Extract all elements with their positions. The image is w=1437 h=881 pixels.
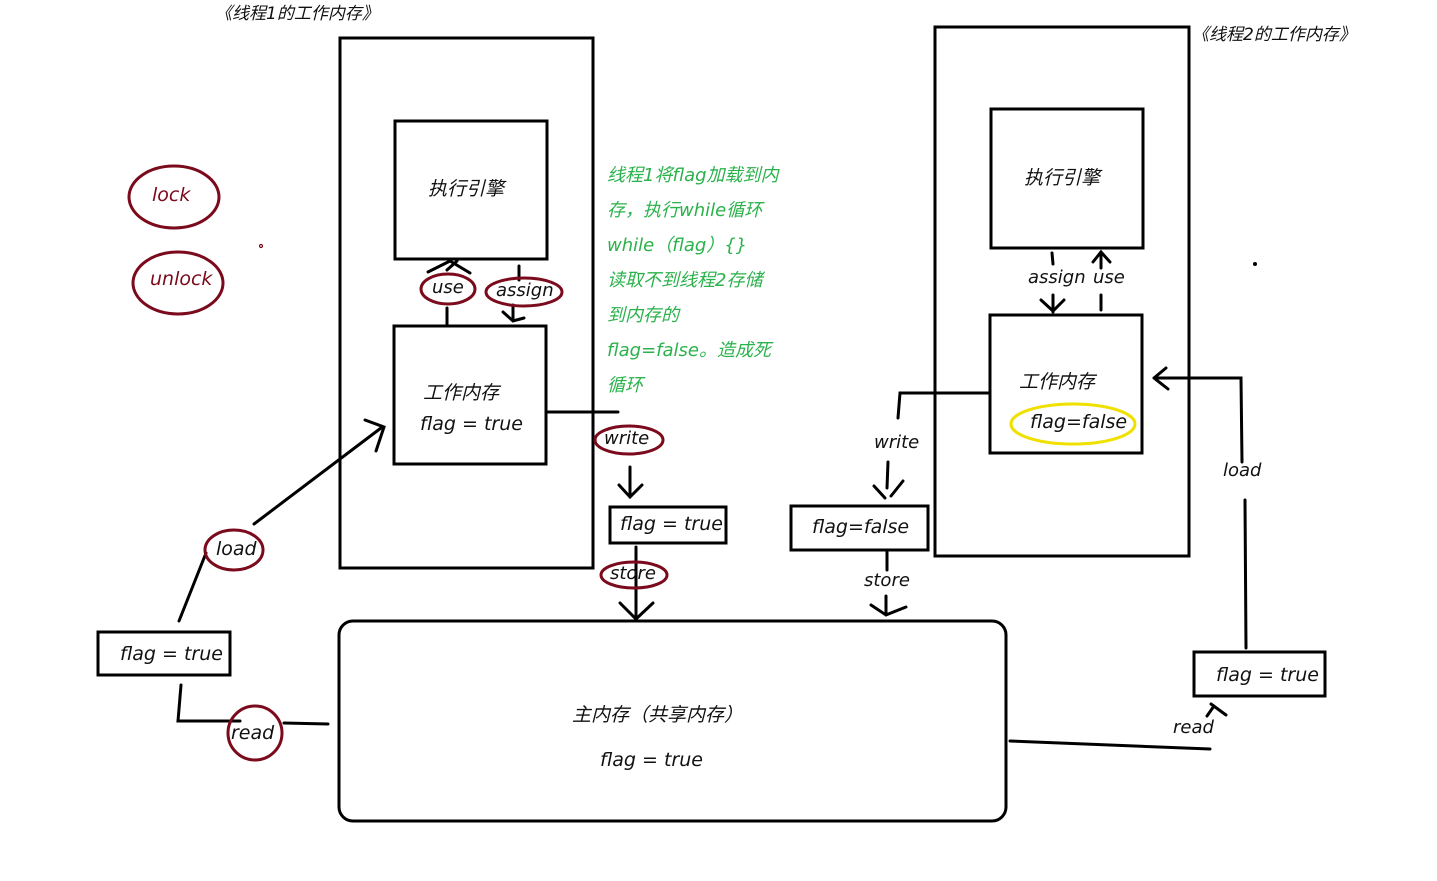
middle-store-oval	[599, 560, 669, 590]
thread2-assign-arrow	[1039, 251, 1066, 314]
thread2-title: 《线程2的工作内存》	[1192, 25, 1356, 45]
thread1-title: 《线程1的工作内存》	[215, 4, 379, 24]
thread2-use-arrow	[1091, 249, 1112, 312]
right-load-line	[1152, 366, 1248, 650]
main-memory-label: 主内存（共享内存）	[572, 704, 744, 726]
unlock-label: unlock	[150, 268, 213, 290]
thread2-engine-label: 执行引擎	[1024, 167, 1101, 189]
note-line: 存，执行while循环	[607, 200, 763, 221]
thread1-working-memory-box	[392, 324, 548, 466]
thread2-working-memory-box	[988, 313, 1144, 455]
thread1-assign-oval	[484, 276, 564, 308]
note-line: while（flag）{}	[607, 235, 748, 256]
middle-write-label: write	[604, 428, 650, 449]
middle-store-label: store	[610, 563, 656, 584]
thread2-assign-label: assign	[1028, 267, 1086, 288]
thread1-working-memory-value: flag = true	[420, 413, 523, 435]
left-flag-box-value: flag = true	[120, 643, 223, 665]
thread2-write-flag-box-value: flag=false	[812, 516, 910, 538]
thread1-working-memory-frame	[338, 36, 595, 570]
middle-write-oval	[593, 424, 665, 456]
thread2-engine-box	[989, 107, 1145, 250]
thread2-use-label: use	[1093, 267, 1125, 288]
middle-store-line	[618, 545, 655, 622]
note-line: 读取不到线程2存储	[607, 270, 763, 291]
thread1-working-memory-label: 工作内存	[423, 382, 500, 404]
main-memory-value: flag = true	[600, 749, 703, 771]
lock-oval	[127, 164, 221, 230]
note-line: 线程1将flag加载到内	[607, 165, 779, 186]
thread2-write-label: write	[874, 432, 920, 453]
middle-flag-box-value: flag = true	[620, 513, 723, 535]
thread1-engine-box	[393, 119, 549, 261]
thread2-working-memory-frame	[933, 25, 1191, 558]
right-read-label: read	[1173, 717, 1214, 738]
main-memory-box	[337, 619, 1008, 823]
thread2-write-line	[872, 391, 992, 500]
note-line: flag=false。造成死	[607, 340, 771, 361]
left-flag-box	[96, 630, 232, 677]
thread2-working-memory-value: flag=false	[1030, 411, 1128, 433]
thread1-use-label: use	[432, 277, 464, 298]
left-load-line	[177, 418, 386, 623]
left-read-line	[176, 683, 330, 726]
left-read-label: read	[231, 722, 275, 744]
thread1-engine-label: 执行引擎	[428, 178, 505, 200]
unlock-oval	[131, 250, 225, 316]
left-load-oval	[203, 528, 265, 572]
middle-flag-box	[608, 505, 728, 545]
stray-dot	[258, 243, 264, 249]
right-load-label: load	[1223, 460, 1262, 481]
note-line: 到内存的	[607, 305, 679, 326]
thread2-store-label: store	[864, 570, 910, 591]
right-read-line	[1008, 702, 1228, 751]
note-line: 循环	[607, 375, 643, 396]
thread1-assign-label: assign	[496, 280, 554, 301]
thread2-flag-highlight-oval	[1009, 402, 1137, 446]
lock-label: lock	[152, 184, 191, 206]
thread2-write-flag-box	[789, 504, 930, 552]
thread1-use-arrow	[426, 259, 472, 326]
thread1-use-oval	[419, 272, 477, 306]
left-load-label: load	[216, 538, 257, 560]
right-flag-box	[1192, 650, 1327, 698]
deadloop-explanation-note: 线程1将flag加载到内 存，执行while循环 while（flag）{} 读…	[607, 164, 807, 409]
middle-write-line	[544, 410, 644, 500]
thread2-working-memory-label: 工作内存	[1019, 371, 1096, 393]
thread2-store-line	[869, 550, 908, 617]
stray-dot-2	[1253, 262, 1257, 266]
left-read-oval	[226, 704, 284, 762]
right-flag-box-value: flag = true	[1216, 664, 1319, 686]
